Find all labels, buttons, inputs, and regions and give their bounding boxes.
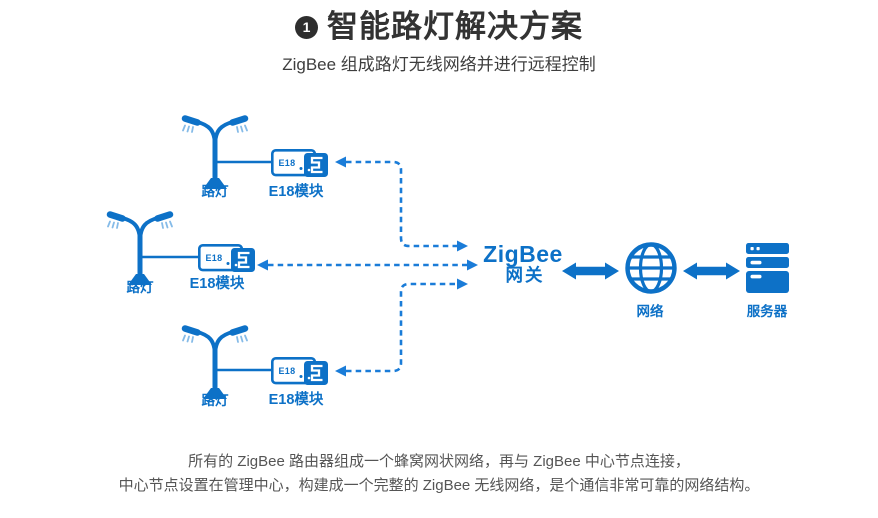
- page-title: 智能路灯解决方案: [327, 9, 583, 44]
- page-subtitle: ZigBee 组成路灯无线网络并进行远程控制: [282, 55, 596, 74]
- zigbee-gateway-name: ZigBee: [483, 241, 563, 267]
- streetlight-icon-top: [183, 119, 247, 190]
- gateway-network-arrow: [562, 262, 619, 280]
- e18-module-icon-middle: [198, 244, 257, 274]
- dashed-link-bottom: [346, 282, 457, 373]
- lamp-module-connectors: [141, 160, 272, 372]
- footer-text-line1: 所有的 ZigBee 路由器组成一个蜂窝网状网络，再与 ZigBee 中心节点连…: [188, 453, 690, 470]
- step-number-badge: 1: [295, 15, 318, 39]
- module-label-middle: E18模块: [189, 276, 245, 292]
- streetlight-icon-middle: [108, 215, 172, 286]
- zigbee-gateway-label: 网关: [505, 265, 545, 285]
- lamp-label-bottom: 路灯: [201, 393, 229, 408]
- globe-icon: [625, 242, 677, 294]
- module-label-bottom: E18模块: [268, 392, 324, 408]
- lamp-label-top: 路灯: [201, 184, 229, 199]
- network-label: 网络: [636, 304, 664, 319]
- dashed-link-top: [346, 160, 457, 248]
- e18-module-icon-top: [270, 149, 330, 179]
- module-label-top: E18模块: [268, 184, 324, 200]
- footer-text-line2: 中心节点设置在管理中心，构建成一个完整的 ZigBee 无线网络，是个通信非常可…: [118, 477, 760, 494]
- dashed-link-arrowheads: [257, 156, 478, 377]
- network-server-arrow: [683, 262, 740, 280]
- wireless-dashed-links: [268, 160, 467, 373]
- e18-module-icon-bottom: [270, 356, 330, 387]
- lamp-label-middle: 路灯: [126, 280, 154, 295]
- server-icon: [746, 243, 789, 293]
- server-label: 服务器: [746, 304, 788, 319]
- page-header: 1 智能路灯解决方案: [0, 8, 878, 46]
- step-number: 1: [302, 19, 311, 35]
